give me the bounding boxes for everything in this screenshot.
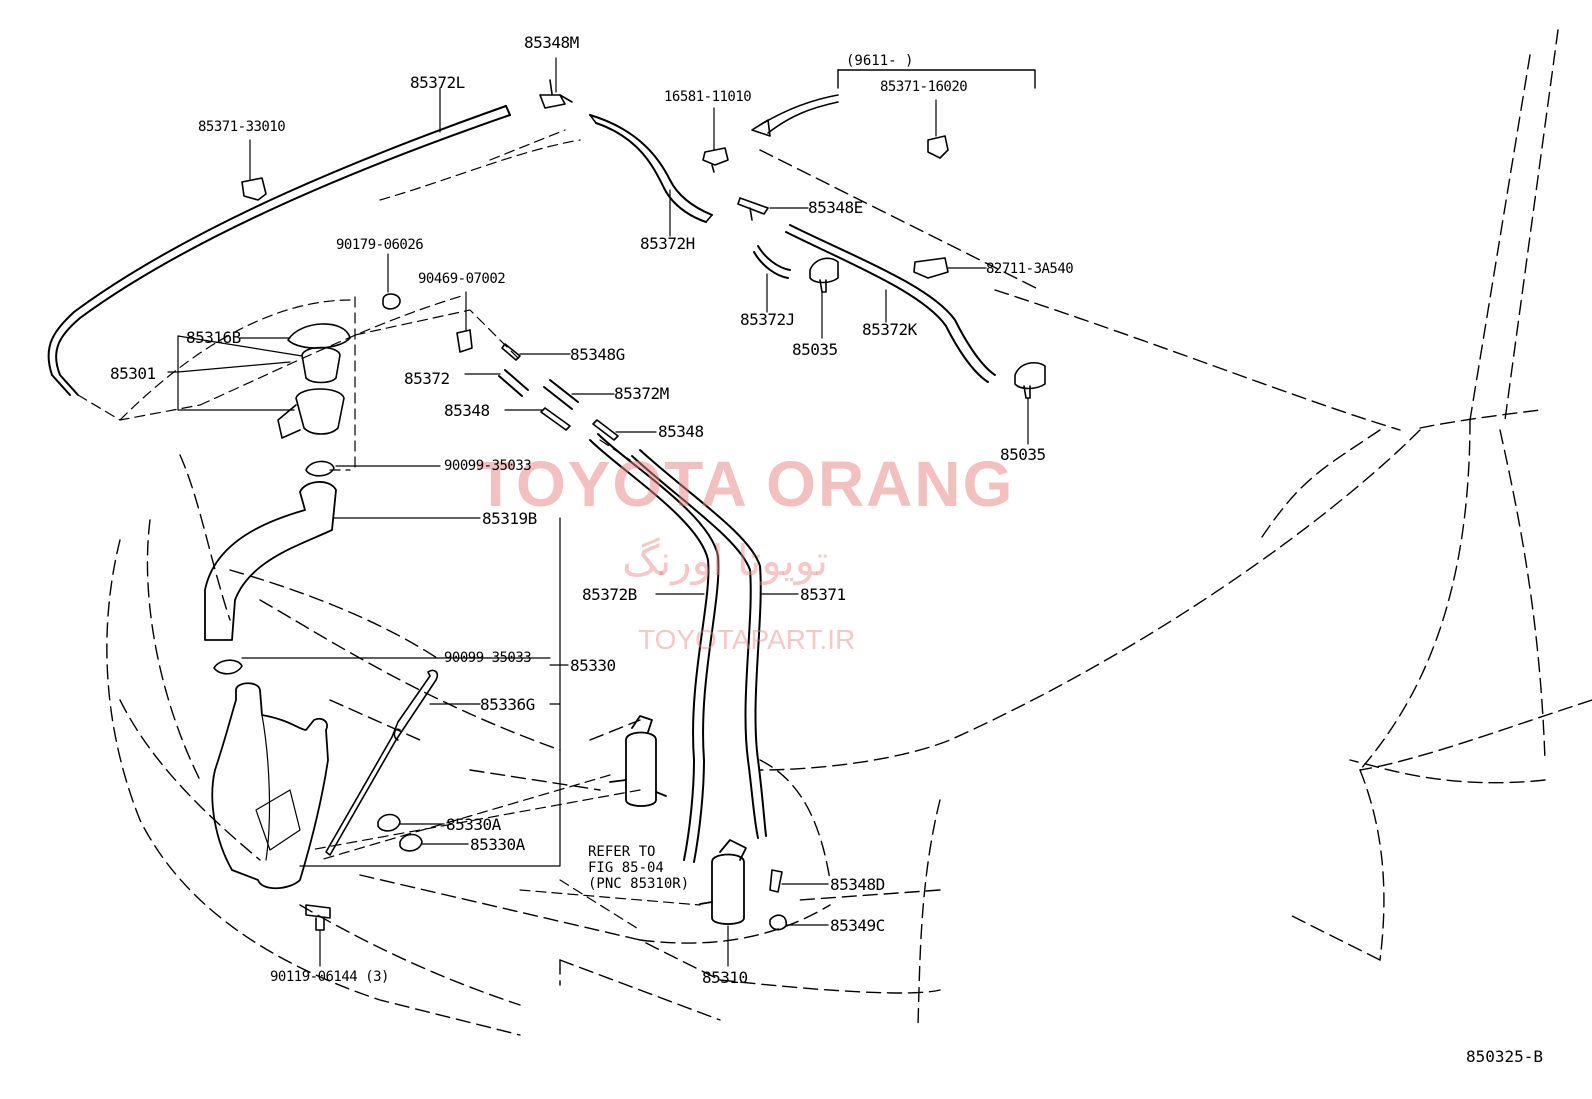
- watermark-brand-fa: تویوتا اورنگ: [622, 536, 829, 585]
- hose-85372M-short: [543, 379, 579, 410]
- elbow-85349C: [769, 914, 787, 931]
- nozzle-85035-lower: [1014, 361, 1046, 399]
- label-85372K: 85372K: [862, 320, 917, 339]
- label-85372M: 85372M: [614, 384, 669, 403]
- filler-inlet: [277, 388, 345, 439]
- note-refer-line2: FIG 85-04: [588, 860, 664, 876]
- label-85372: 85372: [404, 369, 450, 388]
- label-85348-right: 85348: [658, 422, 704, 441]
- vehicle-body-outline: [106, 29, 1592, 1036]
- label-90119-06144: 90119-06144 (3): [270, 969, 389, 985]
- label-90099-35033-lower: 90099-35033: [444, 650, 532, 666]
- label-85330A-lower: 85330A: [470, 835, 525, 854]
- pump-85310: [699, 839, 747, 925]
- arrow-indicator: [751, 94, 839, 137]
- clip-16581-11010: [702, 147, 729, 173]
- label-85372H: 85372H: [640, 234, 695, 253]
- label-85371-16020: 85371-16020: [880, 79, 968, 95]
- label-85372J: 85372J: [740, 310, 795, 329]
- label-90469-07002: 90469-07002: [418, 271, 506, 287]
- label-85301: 85301: [110, 364, 156, 383]
- label-82711-3A540: 82711-3A540: [986, 261, 1074, 277]
- label-85035-upper: 85035: [792, 340, 838, 359]
- label-85336G: 85336G: [480, 695, 535, 714]
- clip-85371-16020: [927, 99, 949, 159]
- watermark-brand: TOYOTA ORANG: [476, 448, 1015, 520]
- label-85348E: 85348E: [808, 198, 863, 217]
- hose-85372L: [47, 105, 511, 396]
- label-85319B: 85319B: [482, 509, 537, 528]
- hose-85372H: [589, 114, 713, 223]
- label-85349C: 85349C: [830, 916, 885, 935]
- hose-85372-short: [498, 369, 529, 397]
- bolt-90119-06144: [305, 904, 331, 931]
- hose-85372J: [753, 245, 791, 279]
- nut-90179-06026: [382, 293, 401, 310]
- label-90179-06026: 90179-06026: [336, 237, 424, 253]
- label-85330: 85330: [570, 656, 616, 675]
- label-90099-35033-upper: 90099-35033: [444, 458, 532, 474]
- tee-85348E: [737, 197, 769, 221]
- drawing-code: 850325-B: [1466, 1047, 1544, 1066]
- note-refer-line1: REFER TO: [588, 844, 656, 860]
- note-bracket: [837, 69, 1036, 89]
- clip-85371-33010: [241, 139, 267, 201]
- clip-90469-07002: [456, 291, 473, 353]
- label-85330A-upper: 85330A: [446, 815, 501, 834]
- label-16581-11010: 16581-11010: [664, 89, 752, 105]
- filler-hose-85319B: [204, 481, 337, 641]
- label-85372B: 85372B: [582, 585, 637, 604]
- label-85310: 85310: [702, 968, 748, 987]
- connector-85348G: [501, 343, 521, 361]
- connector-85348D: [769, 869, 783, 893]
- pump-refer: [609, 715, 667, 807]
- label-85348M: 85348M: [524, 33, 579, 52]
- washer-tank-85330: [211, 682, 329, 890]
- label-85316B: 85316B: [186, 328, 241, 347]
- dashed-leaders: [77, 129, 701, 931]
- label-85035-lower: 85035: [1000, 445, 1046, 464]
- clip-82711-3A540: [913, 257, 949, 279]
- clamp-lower: [213, 659, 243, 675]
- level-gauge-85336G: [325, 669, 439, 856]
- leader-lines: [167, 57, 1029, 967]
- note-bracket-range: (9611- ): [846, 53, 914, 69]
- label-85371-33010: 85371-33010: [198, 119, 286, 135]
- hose-85372K: [785, 224, 996, 383]
- hose-85371: [631, 449, 767, 839]
- note-refer-line3: (PNC 85310R): [588, 876, 690, 892]
- strainer: [301, 346, 341, 384]
- label-85348-left: 85348: [444, 401, 490, 420]
- label-85348G: 85348G: [570, 345, 625, 364]
- connector-85348-right: [592, 419, 619, 441]
- connector-85348-left: [540, 407, 571, 431]
- grommet-85330A-upper: [377, 813, 401, 832]
- label-85371: 85371: [800, 585, 846, 604]
- grommet-85330A-lower: [399, 833, 423, 852]
- watermark-url: TOYOTAPART.IR: [638, 624, 856, 655]
- elbow-85348M: [539, 79, 573, 109]
- label-85348D: 85348D: [830, 875, 885, 894]
- clamp-upper: [305, 460, 335, 477]
- nozzle-85035-upper: [809, 257, 839, 293]
- hose-85372B: [589, 433, 720, 863]
- inlet-cap: [287, 323, 351, 349]
- label-85372L: 85372L: [410, 73, 465, 92]
